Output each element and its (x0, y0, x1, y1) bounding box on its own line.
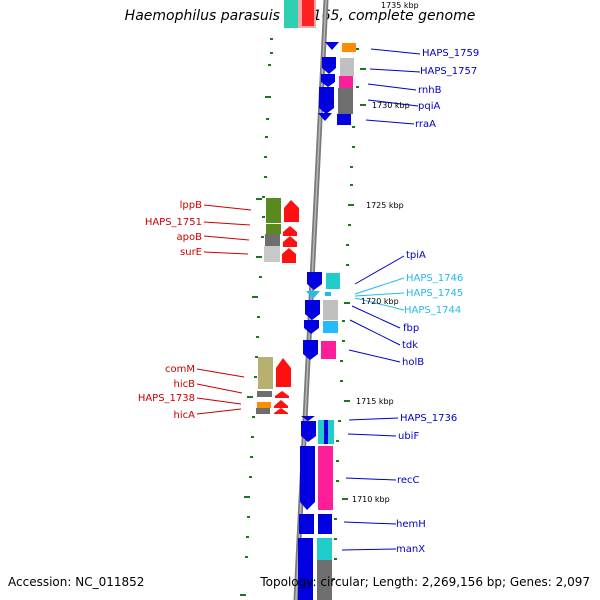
gene-label[interactable]: apoB (177, 232, 203, 243)
right-leader-lines (341, 48, 421, 551)
gene-recC-arrow (300, 446, 315, 510)
gene-label[interactable]: fbp (403, 323, 419, 334)
scale-label: 1725 kbp (366, 201, 404, 210)
scale-label: 1735 kbp (381, 1, 419, 10)
left-tick-column (240, 38, 273, 596)
scale-label: 1710 kbp (352, 495, 390, 504)
gene-label[interactable]: HAPS_1751 (145, 217, 202, 228)
gene-label[interactable]: HAPS_1759 (422, 48, 479, 59)
gene-cluster-middle (303, 272, 340, 360)
gene-hicA-block (256, 408, 270, 414)
gene-label[interactable]: manX (396, 544, 425, 555)
gene-label[interactable]: HAPS_1744 (404, 305, 461, 316)
gene-surE-arrow (282, 248, 296, 263)
gene-lppB-arrow (284, 200, 299, 222)
gene-recC-block (318, 446, 333, 510)
gene-label[interactable]: HAPS_1757 (420, 66, 477, 77)
gene-label[interactable]: tdk (402, 340, 418, 351)
gene-label[interactable]: ubiF (398, 431, 419, 442)
gene-cluster-left-1 (264, 198, 299, 263)
gene-label[interactable]: recC (397, 475, 420, 486)
scale-label: 1720 kbp (361, 297, 399, 306)
gene-rnhB-arrow (321, 74, 335, 87)
gene-hicB-block (257, 391, 272, 397)
gene-orange-block (342, 43, 356, 52)
gene-HAPS_1759-arrow (325, 42, 339, 50)
gene-label[interactable]: tpiA (406, 250, 426, 261)
right-tick-column (332, 48, 366, 580)
gene-label[interactable]: comM (165, 364, 195, 375)
gene-pqiA-arrow (319, 87, 334, 114)
scale-labels: 1735 kbp 1730 kbp 1725 kbp 1720 kbp 1715… (352, 1, 419, 504)
gene-lppB-block (266, 198, 281, 223)
gene-label[interactable]: HAPS_1746 (406, 273, 463, 284)
gene-cluster-left-2 (256, 357, 291, 414)
gene-comM-block (258, 357, 273, 389)
gene-cluster-bottom (298, 416, 334, 600)
gene-label[interactable]: holB (402, 357, 424, 368)
gene-tdk-arrow (304, 320, 319, 334)
gene-rraA-arrow (318, 113, 332, 121)
gene-manX-arrow (298, 538, 313, 600)
gene-hicB-arrow (275, 391, 289, 398)
gene-HAPS_1738-arrow (274, 400, 288, 408)
gene-HAPS_1738-block (257, 402, 271, 408)
gene-label[interactable]: rraA (415, 119, 436, 130)
gene-apoB-arrow (283, 236, 297, 247)
gene-fbp-arrow (305, 300, 320, 320)
accession-text: Accession: NC_011852 (8, 575, 145, 589)
gene-block-top-teal (284, 0, 298, 28)
scale-label: 1730 kbp (372, 101, 410, 110)
gene-holB-arrow (303, 340, 318, 360)
gene-label[interactable]: HAPS_1745 (406, 288, 463, 299)
gene-HAPS_1746-arrow (306, 291, 320, 299)
gene-HAPS_1736-arrow (301, 416, 315, 421)
gene-hemH-arrow (299, 514, 314, 534)
gene-label[interactable]: lppB (180, 200, 202, 211)
gene-comM-arrow (276, 358, 291, 387)
rna-leader-lines (354, 277, 405, 311)
gene-label[interactable]: HAPS_1736 (400, 413, 457, 424)
gene-hicA-arrow (274, 408, 288, 414)
gene-label[interactable]: surE (180, 247, 202, 258)
gene-cluster-top (318, 42, 356, 125)
right-gene-labels: HAPS_1759 HAPS_1757 rnhB pqiA rraA tpiA … (396, 48, 479, 555)
left-leader-lines (196, 204, 252, 415)
gene-apoB-block (265, 234, 280, 246)
gene-label[interactable]: rnhB (418, 85, 442, 96)
gene-hemH-block (318, 514, 332, 534)
gene-label[interactable]: HAPS_1738 (138, 393, 195, 404)
gene-label[interactable]: pqiA (418, 101, 440, 112)
gene-tpiA-arrow (307, 272, 322, 290)
left-gene-labels: lppB HAPS_1751 apoB surE comM hicB HAPS_… (138, 200, 202, 421)
gene-surE-block (264, 246, 280, 262)
scale-label: 1715 kbp (356, 397, 394, 406)
gene-manX-block (317, 538, 332, 560)
gene-ubiF-arrow (301, 421, 316, 442)
genome-summary-text: Topology: circular; Length: 2,269,156 bp… (260, 575, 590, 589)
gene-label[interactable]: hicA (174, 410, 196, 421)
gene-label[interactable]: hicB (174, 379, 196, 390)
gene-label[interactable]: hemH (396, 519, 426, 530)
gene-HAPS_1757-arrow (322, 57, 336, 74)
